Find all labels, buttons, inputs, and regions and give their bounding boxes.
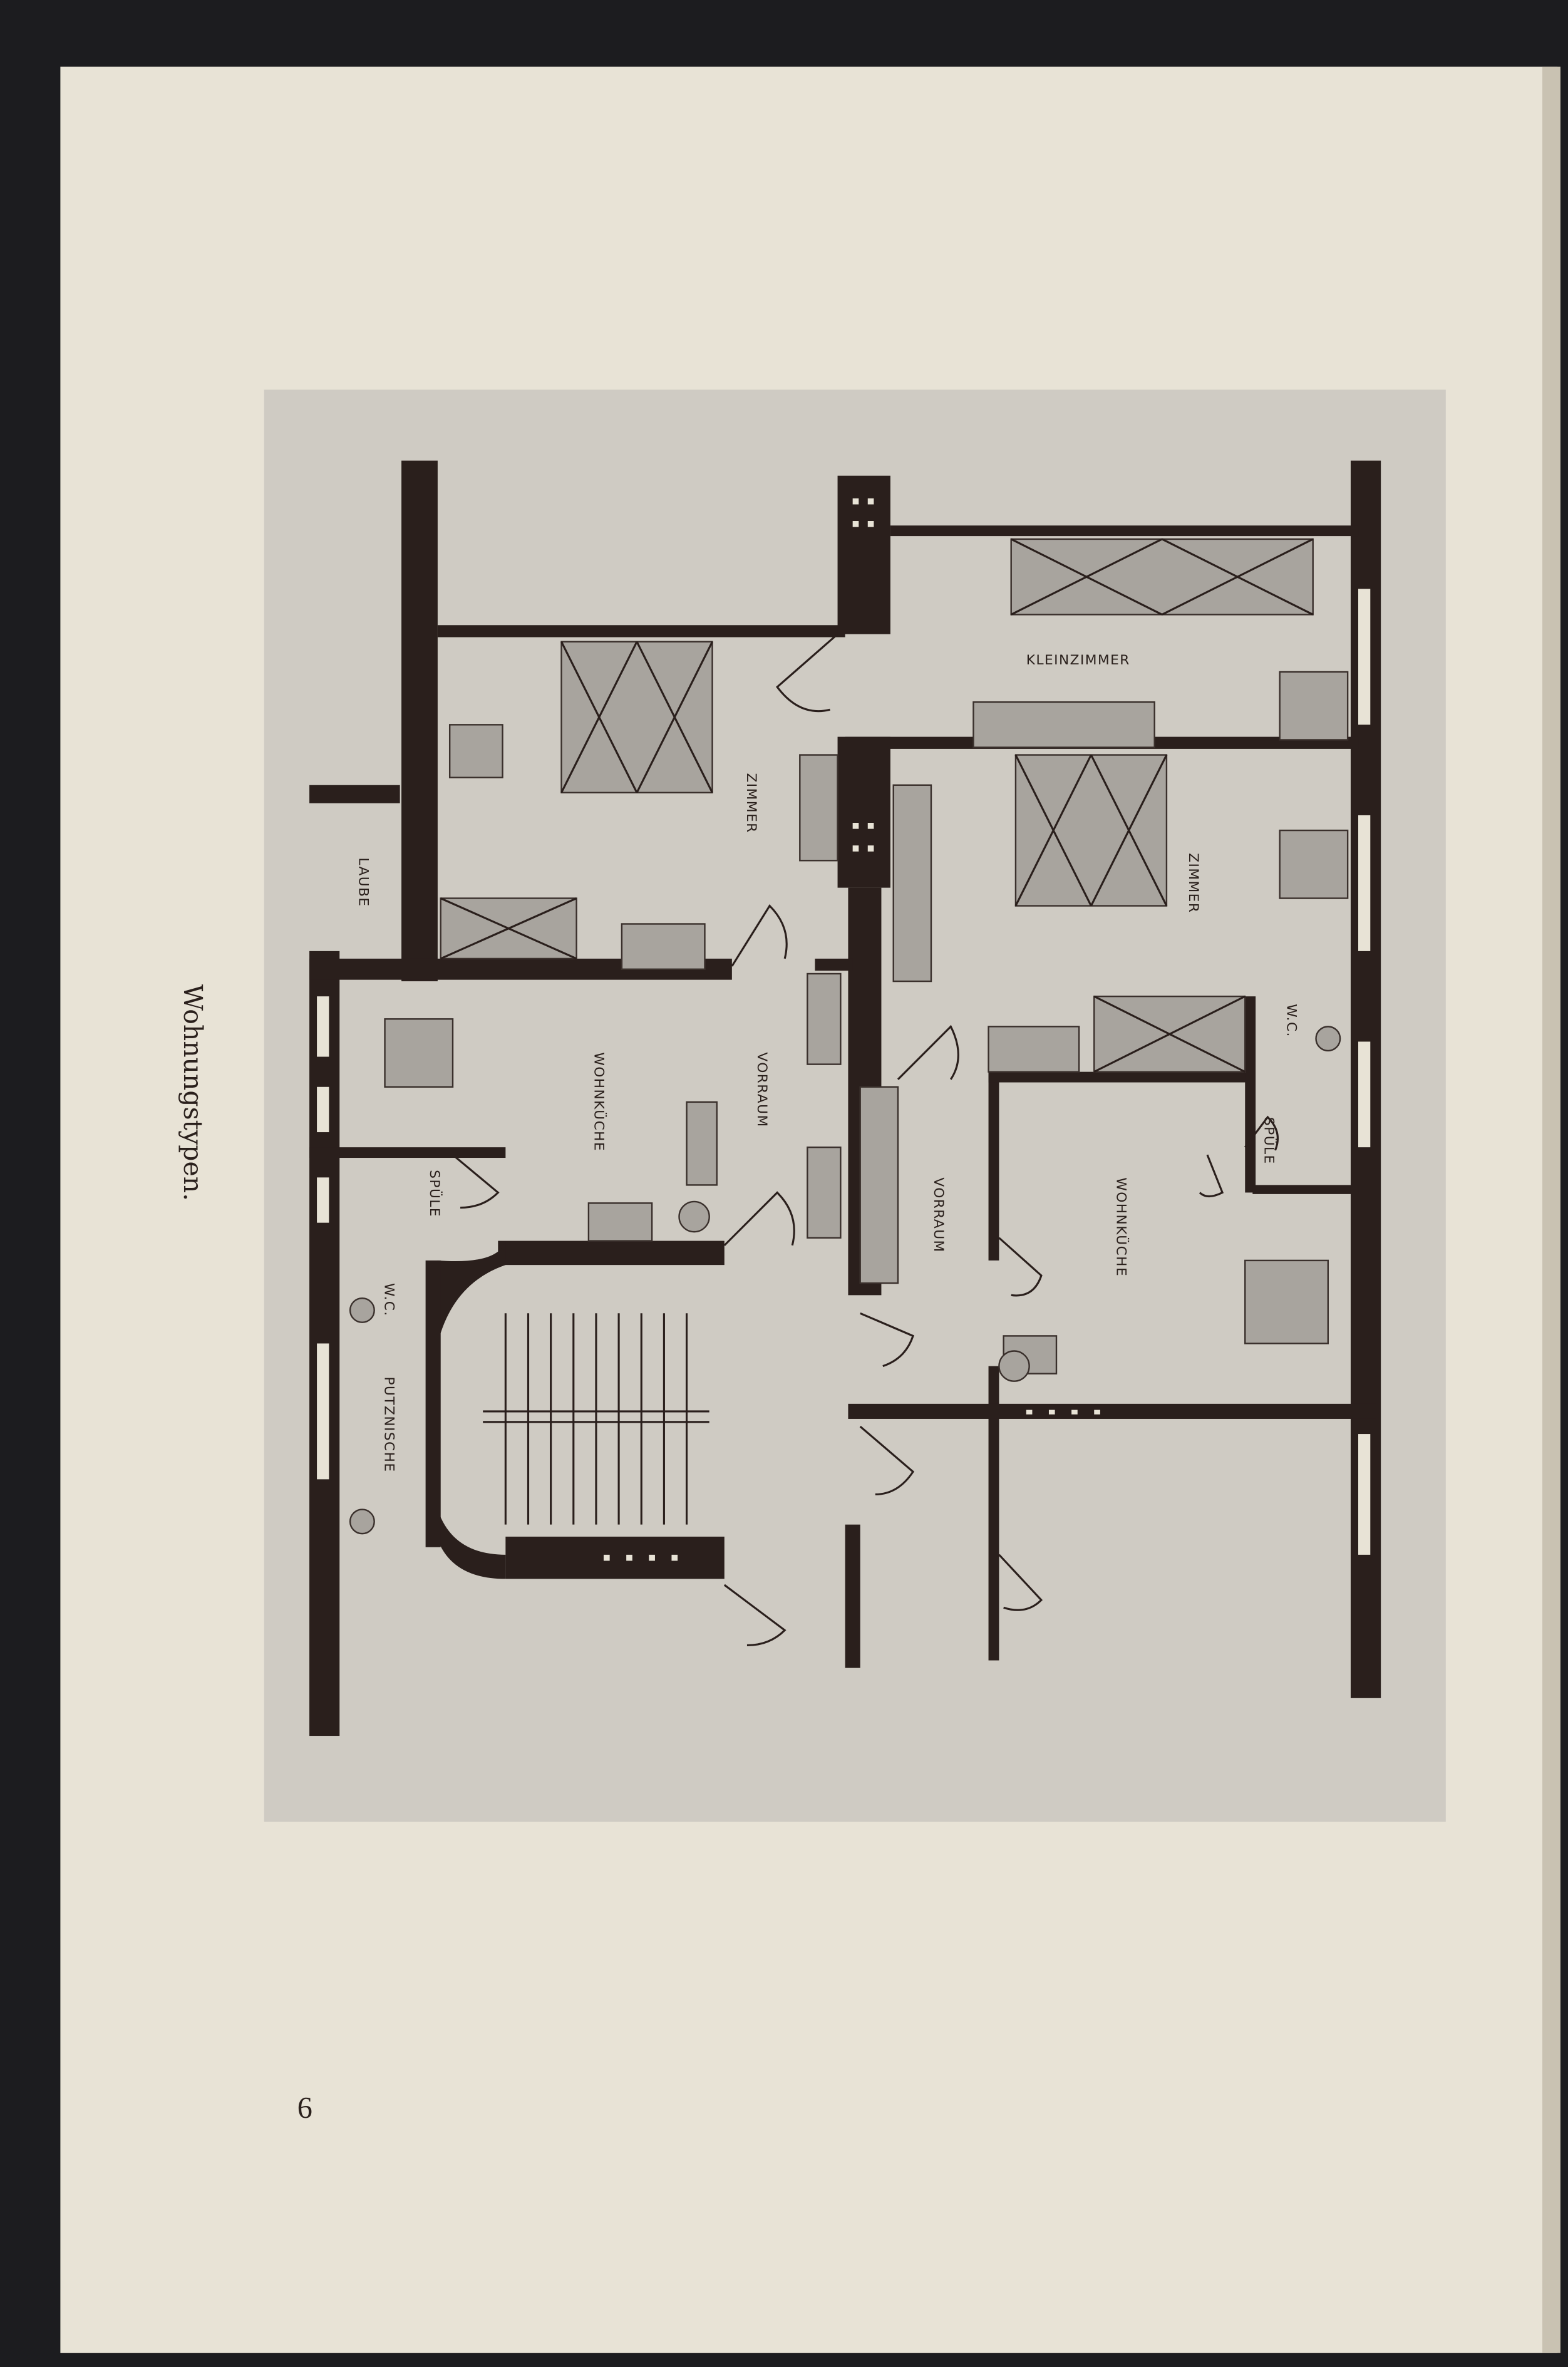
door-swings [452, 633, 1279, 1647]
room-label-spuele-left: SPÜLE [426, 1170, 443, 1217]
room-label-wc-right: W.C. [1284, 1004, 1299, 1038]
room-label-zimmer-right: ZIMMER [1185, 853, 1201, 913]
room-label-wc-left: W.C. [381, 1283, 397, 1317]
page-caption: Wohnungstypen. [178, 984, 208, 1201]
room-label-spuele-right: SPÜLE [1261, 1117, 1277, 1165]
page-number: 6 [297, 2091, 312, 2125]
room-labels: KLEINZIMMER ZIMMER ZIMMER LAUBE WOHNKÜCH… [356, 652, 1299, 1473]
room-label-vorraum-left: VORRAUM [754, 1052, 770, 1127]
page-gutter-shadow [1542, 66, 1560, 2353]
room-label-kleinzimmer: KLEINZIMMER [1026, 652, 1130, 668]
furniture [349, 538, 1349, 1535]
room-label-vorraum-right: VORRAUM [931, 1177, 946, 1252]
room-label-putznische: PUTZNISCHE [381, 1376, 397, 1472]
room-label-laube: LAUBE [356, 857, 371, 907]
room-label-wohnkueche-left: WOHNKÜCHE [591, 1052, 607, 1152]
floor-plan-plate: KLEINZIMMER ZIMMER ZIMMER LAUBE WOHNKÜCH… [264, 389, 1446, 1822]
room-label-wohnkueche-right: WOHNKÜCHE [1113, 1177, 1129, 1277]
staircase [483, 1313, 709, 1525]
room-label-zimmer-left: ZIMMER [743, 773, 759, 833]
windows [317, 498, 1371, 1561]
